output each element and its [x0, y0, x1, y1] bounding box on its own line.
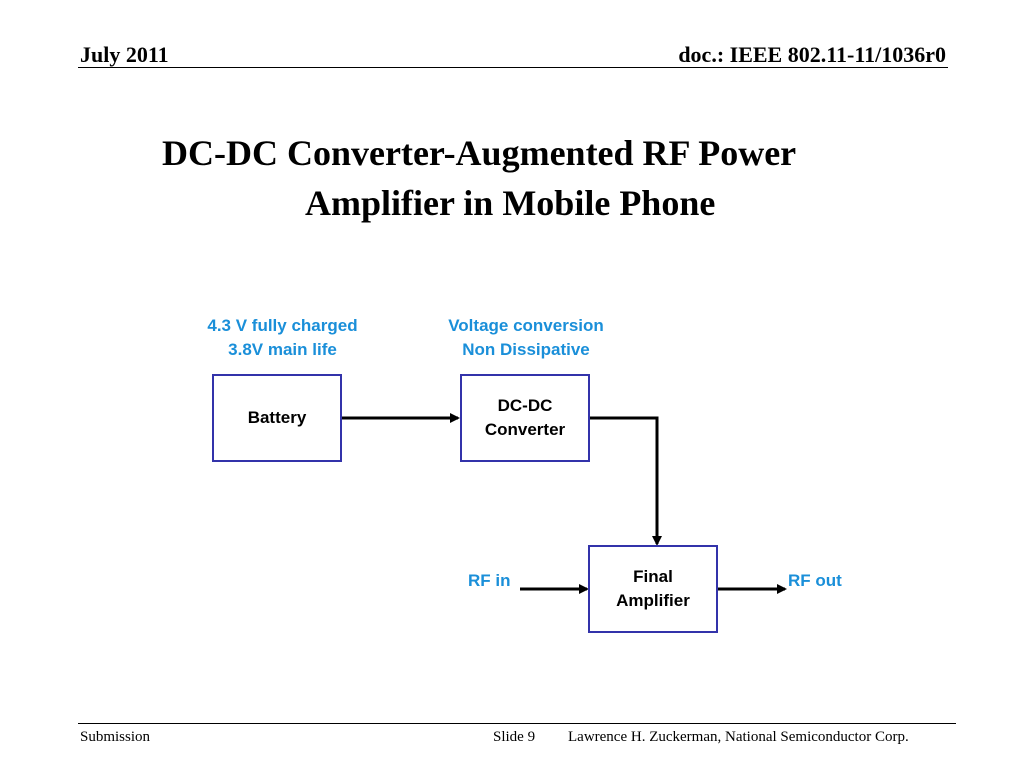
final-amplifier-block: Final Amplifier [588, 545, 718, 633]
header-doc-id: doc.: IEEE 802.11-11/1036r0 [678, 42, 946, 67]
amplifier-block-label-line-2: Amplifier [616, 591, 690, 610]
dc-dc-converter-block: DC-DC Converter [460, 374, 590, 462]
slide-title: DC-DC Converter-Augmented RF Power Ampli… [112, 128, 912, 228]
battery-block: Battery [212, 374, 342, 462]
battery-note-line-2: 3.8V main life [228, 340, 337, 359]
battery-block-label: Battery [247, 408, 307, 427]
footer-rule [78, 723, 956, 724]
converter-to-amplifier-arrow [590, 416, 662, 546]
battery-note: 4.3 V fully charged 3.8V main life [180, 314, 385, 362]
header-rule [78, 67, 948, 68]
footer-submission: Submission [80, 729, 151, 745]
footer-author: Lawrence H. Zuckerman, National Semicond… [568, 729, 909, 745]
converter-note-line-2: Non Dissipative [462, 340, 590, 359]
rf-out-label: RF out [788, 571, 842, 590]
slide-title-line-1: DC-DC Converter-Augmented RF Power [162, 133, 797, 173]
header-date: July 2011 [80, 42, 169, 67]
converter-block-label-line-1: DC-DC [497, 396, 553, 415]
rf-in-label: RF in [468, 571, 511, 590]
battery-note-line-1: 4.3 V fully charged [207, 316, 358, 335]
converter-note: Voltage conversion Non Dissipative [420, 314, 632, 362]
footer-slide-number: Slide 9 [493, 729, 536, 745]
amplifier-block-label-line-1: Final [633, 567, 673, 586]
slide-title-line-2: Amplifier in Mobile Phone [305, 183, 716, 223]
converter-note-line-1: Voltage conversion [448, 316, 604, 335]
converter-block-label-line-2: Converter [484, 420, 566, 439]
